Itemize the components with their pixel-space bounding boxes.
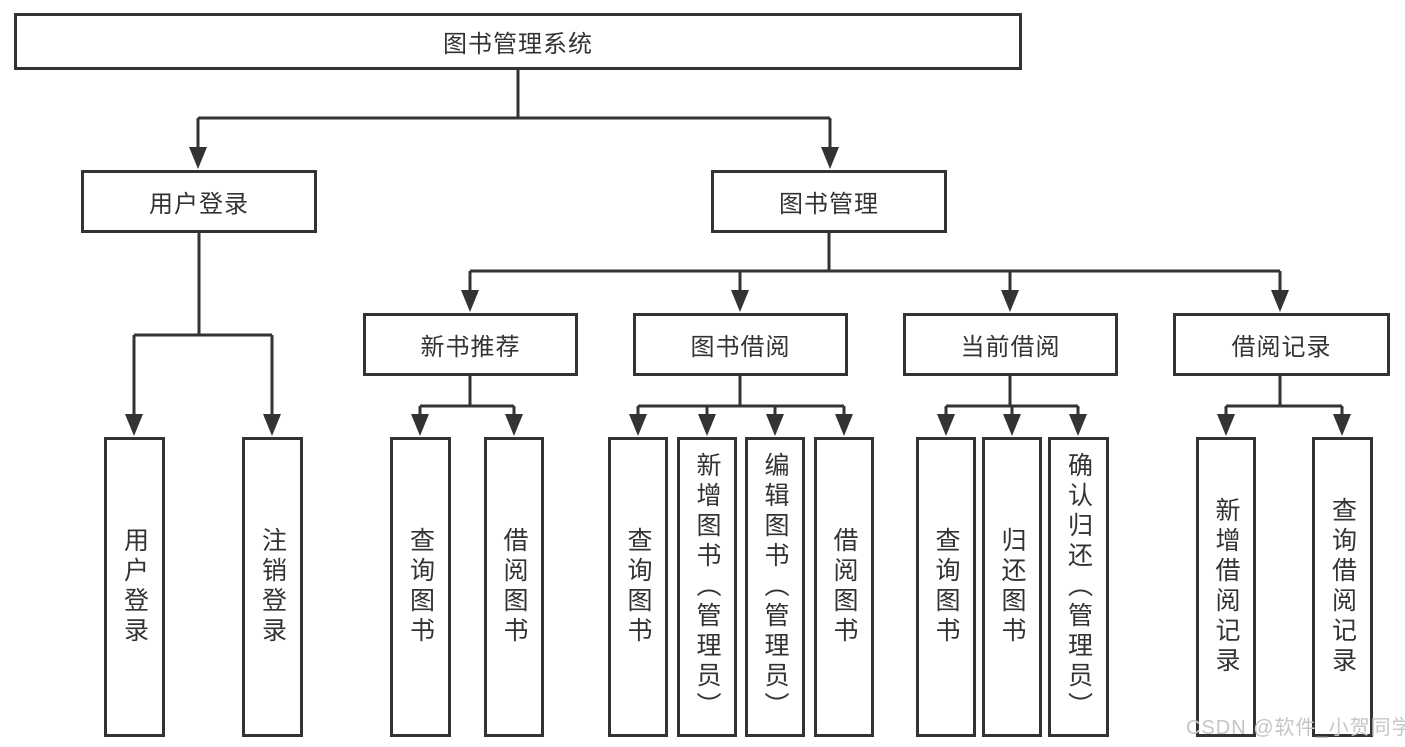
arrowhead-icon bbox=[937, 414, 955, 436]
arrowhead-icon bbox=[263, 414, 281, 436]
arrowhead-icon bbox=[1271, 290, 1289, 312]
arrowhead-icon bbox=[731, 290, 749, 312]
node-leaf-borrow-books-borrowing: 借阅图书 bbox=[814, 437, 874, 737]
node-library-management-system: 图书管理系统 bbox=[14, 13, 1022, 70]
node-leaf-return-books: 归还图书 bbox=[982, 437, 1042, 737]
node-leaf-logout-login: 注销登录 bbox=[242, 437, 303, 737]
node-current-borrowing: 当前借阅 bbox=[903, 313, 1118, 376]
node-leaf-confirm-return-admin: 确认归还（管理员） bbox=[1048, 437, 1109, 737]
arrowhead-icon bbox=[698, 414, 716, 436]
arrowhead-icon bbox=[1333, 414, 1351, 436]
arrowhead-icon bbox=[821, 147, 839, 169]
arrowhead-icon bbox=[1069, 414, 1087, 436]
arrowhead-icon bbox=[125, 414, 143, 436]
arrowhead-icon bbox=[189, 147, 207, 169]
arrowhead-icon bbox=[1217, 414, 1235, 436]
arrowhead-icon bbox=[461, 290, 479, 312]
arrowhead-icon bbox=[1001, 290, 1019, 312]
node-leaf-borrow-books-recommend: 借阅图书 bbox=[484, 437, 544, 737]
arrowhead-icon bbox=[766, 414, 784, 436]
node-new-book-recommendation: 新书推荐 bbox=[363, 313, 578, 376]
arrowhead-icon bbox=[505, 414, 523, 436]
node-leaf-search-books-recommend: 查询图书 bbox=[390, 437, 451, 737]
arrowhead-icon bbox=[1003, 414, 1021, 436]
node-book-borrowing: 图书借阅 bbox=[633, 313, 848, 376]
arrowhead-icon bbox=[411, 414, 429, 436]
arrowhead-icon bbox=[629, 414, 647, 436]
arrowhead-icon bbox=[835, 414, 853, 436]
node-leaf-edit-books-admin: 编辑图书（管理员） bbox=[745, 437, 805, 737]
node-borrowing-records: 借阅记录 bbox=[1173, 313, 1390, 376]
node-user-login-branch: 用户登录 bbox=[81, 170, 317, 233]
node-leaf-add-borrow-record: 新增借阅记录 bbox=[1196, 437, 1256, 737]
node-book-management-branch: 图书管理 bbox=[711, 170, 947, 233]
node-leaf-search-books-borrowing: 查询图书 bbox=[608, 437, 668, 737]
node-leaf-add-books-admin: 新增图书（管理员） bbox=[677, 437, 737, 737]
csdn-watermark: CSDN @软件_小贺同学 bbox=[1186, 717, 1405, 739]
connector-line bbox=[132, 118, 1344, 416]
node-leaf-search-books-current: 查询图书 bbox=[916, 437, 976, 737]
node-leaf-search-borrow-record: 查询借阅记录 bbox=[1312, 437, 1373, 737]
node-leaf-user-login: 用户登录 bbox=[104, 437, 165, 737]
connector-line bbox=[134, 70, 1342, 408]
